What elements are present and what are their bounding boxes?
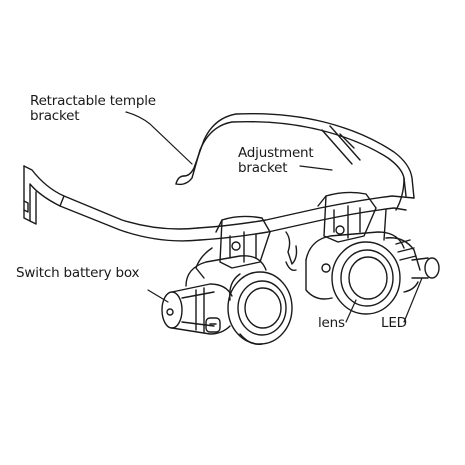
leader-temple [125,111,193,165]
right-lens-assembly [305,231,405,315]
label-adjust-line1: Adjustment [238,145,314,161]
main-frame-bar [197,177,415,241]
right-temple-arm [175,112,415,199]
leader-led [403,277,423,323]
label-switch-battery-box: Switch battery box [16,265,140,281]
right-adjustment-bracket [317,191,387,243]
label-temple-line1: Retractable temple [30,93,156,109]
label-temple-line2: bracket [30,108,80,124]
left-temple-arm [23,165,201,242]
label-adjust-line2: bracket [238,160,288,176]
nose-piece [285,231,298,272]
leader-lens [345,299,357,323]
led-module [385,237,440,293]
label-retractable-temple-bracket: Retractable temple bracket [30,94,156,124]
left-adjustment-bracket [195,215,271,279]
switch-battery-box [161,283,233,335]
label-lens: lens [318,315,345,331]
label-adjustment-bracket: Adjustment bracket [238,146,314,176]
left-lens-assembly [185,255,293,345]
label-led: LED [381,315,407,331]
leader-lines [125,111,423,323]
leader-switch [147,289,169,303]
leader-adjust [299,165,333,171]
